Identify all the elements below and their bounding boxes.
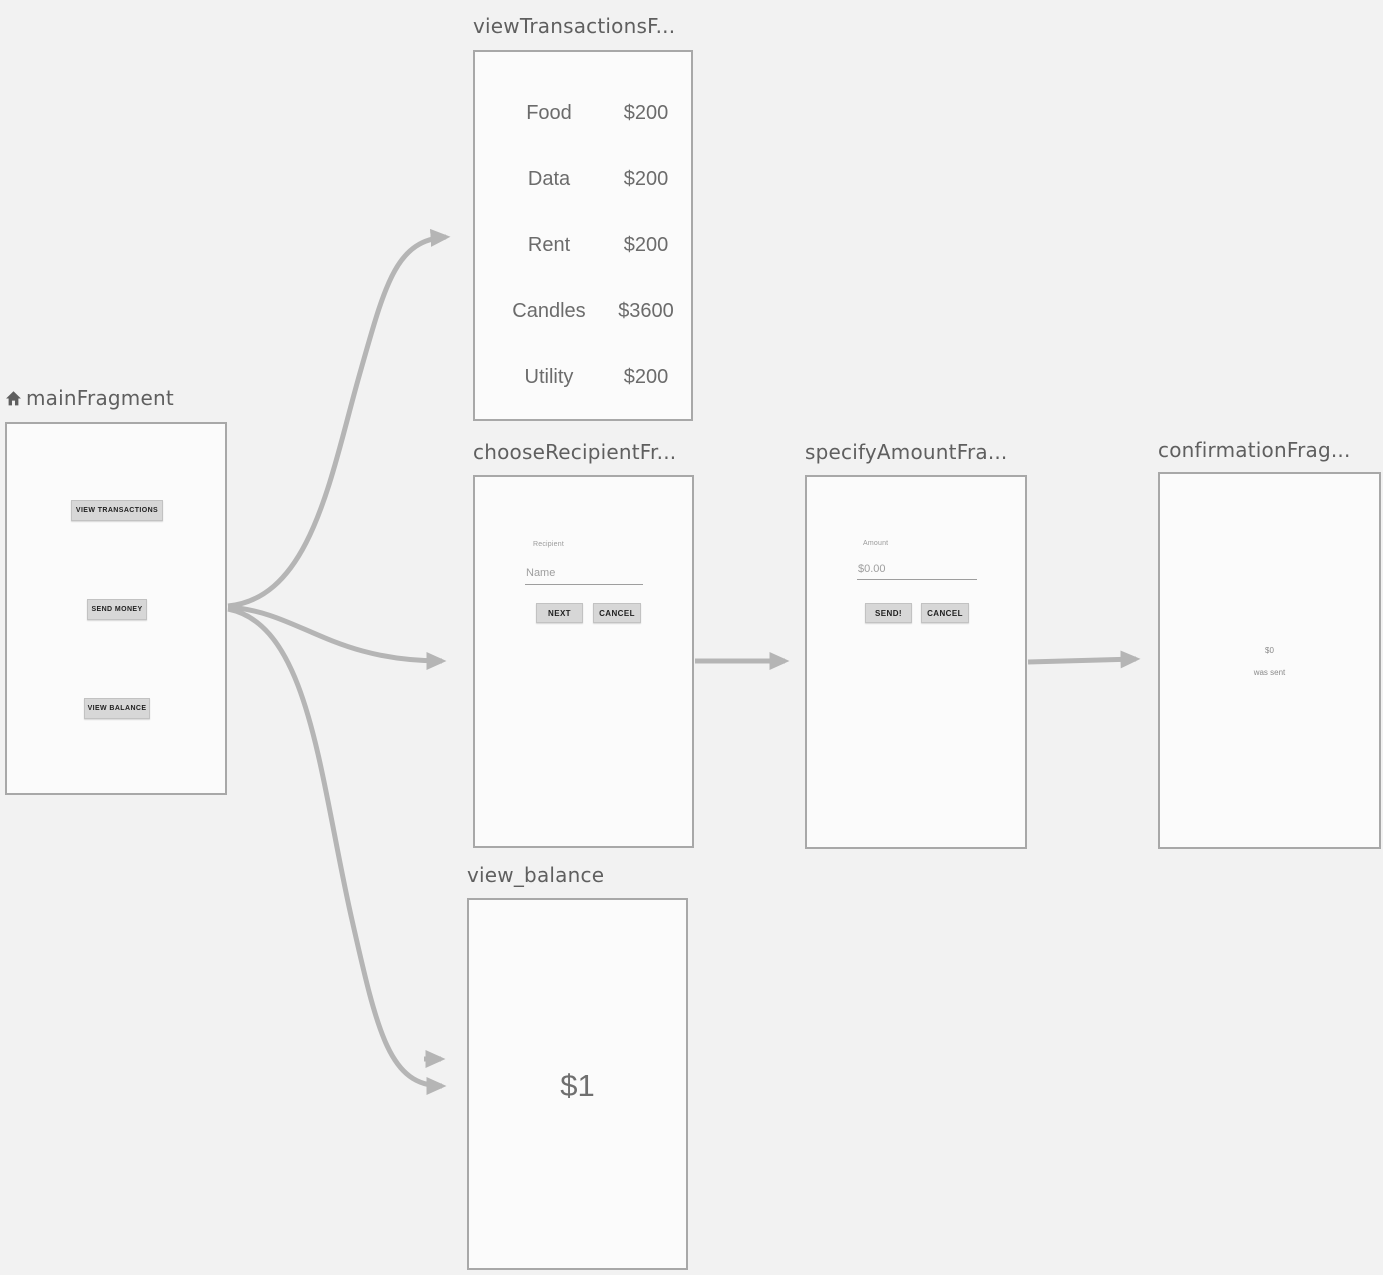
transaction-label: Utility xyxy=(524,365,574,388)
main-fragment-card[interactable]: VIEW TRANSACTIONS SEND MONEY VIEW BALANC… xyxy=(5,422,227,795)
view-balance-fragment-title: view_balance xyxy=(467,863,604,887)
transaction-amount: $200 xyxy=(623,233,669,256)
main-fragment-title: mainFragment xyxy=(5,386,174,410)
specify-amount-fragment-card[interactable]: Amount $0.00 SEND! CANCEL xyxy=(805,475,1027,849)
view-balance-fragment-card[interactable]: $1 xyxy=(467,898,688,1270)
action-main-to-choose-recipient[interactable] xyxy=(227,604,447,670)
specify-amount-fragment-title: specifyAmountFra... xyxy=(805,440,1008,464)
transaction-label: Food xyxy=(526,101,572,124)
cancel-button: CANCEL xyxy=(921,603,969,623)
amount-field-label: Amount xyxy=(863,540,889,547)
action-main-to-view-balance[interactable] xyxy=(227,606,447,1095)
amount-input: $0.00 xyxy=(858,563,886,575)
transaction-label: Candles xyxy=(512,299,586,322)
choose-recipient-fragment-card[interactable]: Recipient Name NEXT CANCEL xyxy=(473,475,694,848)
recipient-input-underline xyxy=(525,584,643,585)
transaction-row: Food $200 xyxy=(475,80,691,146)
transaction-label: Data xyxy=(527,167,571,190)
transactions-list: Food $200 Data $200 Rent $200 Candles $3… xyxy=(475,52,691,419)
transaction-label: Rent xyxy=(527,233,571,256)
recipient-field-label: Recipient xyxy=(533,541,564,548)
send-money-button: SEND MONEY xyxy=(87,599,147,620)
amount-input-underline xyxy=(857,579,977,580)
view-balance-button: VIEW BALANCE xyxy=(84,698,150,719)
view-transactions-fragment-title: viewTransactionsF... xyxy=(473,14,675,38)
transaction-row: Utility $200 xyxy=(475,344,691,410)
view-balance-title-label: view_balance xyxy=(467,863,605,887)
confirmation-fragment-title: confirmationFrag... xyxy=(1158,438,1351,462)
choose-recipient-fragment-title: chooseRecipientFr... xyxy=(473,440,676,464)
specify-amount-title-label: specifyAmountFra... xyxy=(805,440,1008,464)
transaction-row: Rent $200 xyxy=(475,212,691,278)
choose-recipient-title-label: chooseRecipientFr... xyxy=(473,440,677,464)
cancel-button: CANCEL xyxy=(593,603,641,623)
home-icon xyxy=(5,390,22,407)
transaction-row: Candles $3600 xyxy=(475,278,691,344)
confirmation-title-label: confirmationFrag... xyxy=(1158,438,1351,462)
transaction-amount: $200 xyxy=(623,101,669,124)
send-button: SEND! xyxy=(865,603,912,623)
view-transactions-title-label: viewTransactionsF... xyxy=(473,14,676,38)
transaction-amount: $200 xyxy=(623,167,669,190)
recipient-name-input: Name xyxy=(526,567,556,579)
next-button: NEXT xyxy=(536,603,583,623)
confirmation-fragment-card[interactable]: $0 was sent xyxy=(1158,472,1381,849)
confirmation-amount-text: $0 xyxy=(1265,646,1274,655)
transaction-amount: $200 xyxy=(623,365,669,388)
action-specify-amount-to-confirmation[interactable] xyxy=(1027,650,1141,669)
confirmation-message-text: was sent xyxy=(1253,668,1286,677)
main-fragment-title-label: mainFragment xyxy=(26,386,174,410)
transaction-amount: $3600 xyxy=(618,299,674,322)
transaction-row: Data $200 xyxy=(475,146,691,212)
balance-amount-text: $1 xyxy=(560,1068,595,1103)
view-transactions-button: VIEW TRANSACTIONS xyxy=(71,500,163,521)
view-transactions-fragment-card[interactable]: Food $200 Data $200 Rent $200 Candles $3… xyxy=(473,50,693,421)
action-main-to-view-transactions[interactable] xyxy=(227,228,451,609)
